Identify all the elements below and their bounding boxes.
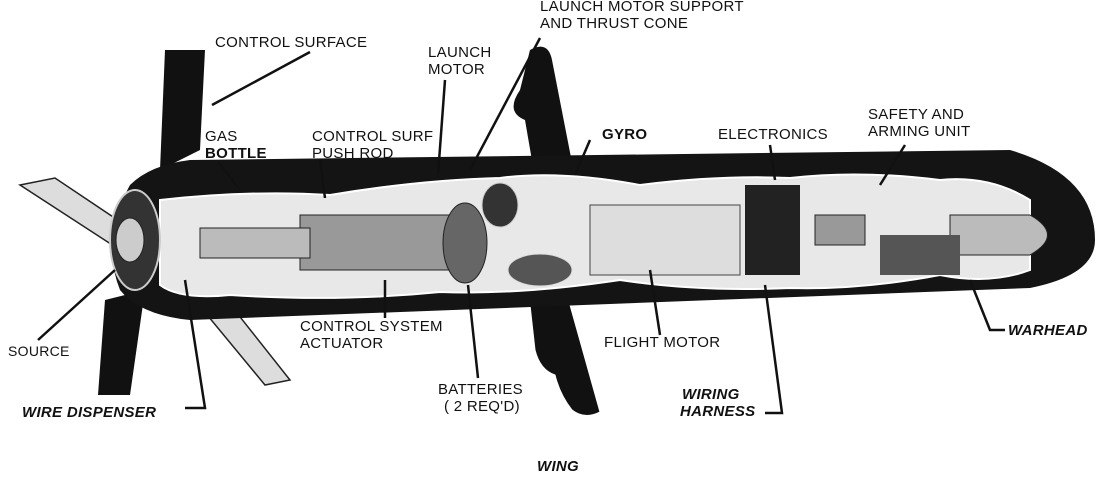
label-launch-motor: LAUNCH MOTOR — [428, 44, 491, 78]
label-line: ARMING UNIT — [868, 123, 971, 140]
tail-fin-top — [160, 50, 205, 170]
label-line: MOTOR — [428, 61, 486, 78]
wing-top — [513, 46, 575, 178]
label-line: CONTROL SYSTEM — [300, 318, 443, 335]
label-safety-arming-unit: SAFETY AND ARMING UNIT — [868, 106, 970, 140]
thrust-cone-part — [442, 202, 488, 284]
electronics-part — [745, 185, 800, 275]
warhead-part — [949, 214, 1048, 256]
wing-bottom — [529, 304, 601, 416]
label-line: LAUNCH MOTOR SUPPORT — [540, 0, 744, 15]
label-line: AND THRUST CONE — [540, 15, 689, 32]
tail-fin-bottom — [98, 290, 145, 395]
label-launch-motor-support: LAUNCH MOTOR SUPPORT AND THRUST CONE — [540, 0, 744, 32]
label-line: HARNESS — [680, 403, 756, 420]
label-control-surf-push-rod: CONTROL SURF PUSH ROD — [312, 128, 433, 162]
label-line: BOTTLE — [205, 145, 267, 162]
label-gas-bottle: GAS BOTTLE — [205, 128, 267, 162]
leader-lines — [37, 37, 1005, 415]
label-control-surface: CONTROL SURFACE — [215, 34, 368, 51]
label-gyro: GYRO — [602, 126, 648, 143]
label-warhead: WARHEAD — [1008, 322, 1088, 339]
label-line: PUSH ROD — [312, 145, 394, 162]
label-line: LAUNCH — [428, 44, 492, 61]
label-flight-motor: FLIGHT MOTOR — [604, 334, 721, 351]
flight-motor-part — [589, 204, 741, 276]
launch-motor-part — [299, 214, 451, 271]
label-batteries: BATTERIES ( 2 REQ'D) — [438, 381, 523, 415]
label-wire-dispenser: WIRE DISPENSER — [22, 404, 157, 421]
label-line: BATTERIES — [438, 381, 523, 398]
label-line: CONTROL SURF — [312, 128, 434, 145]
label-line: GAS — [205, 128, 238, 145]
label-wiring-harness: WIRING HARNESS — [680, 386, 755, 420]
label-line: ACTUATOR — [300, 335, 384, 352]
label-electronics: ELECTRONICS — [718, 126, 828, 143]
label-line: WIRING — [682, 386, 740, 403]
label-control-system-actuator: CONTROL SYSTEM ACTUATOR — [300, 318, 443, 352]
label-wing: WING — [537, 458, 580, 475]
label-line: ( 2 REQ'D) — [444, 398, 520, 415]
label-line: SAFETY AND — [868, 106, 965, 123]
label-source: SOURCE — [8, 343, 70, 359]
